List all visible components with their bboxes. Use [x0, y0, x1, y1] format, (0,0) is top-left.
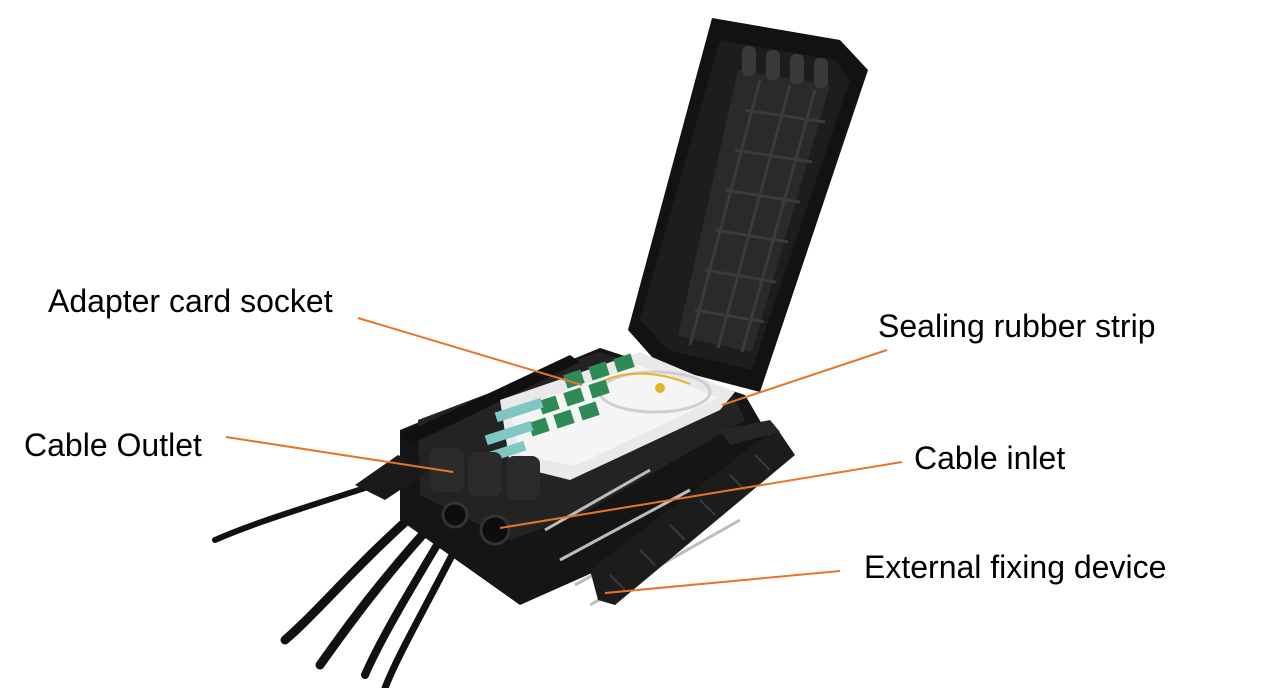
cable-ports	[430, 448, 540, 546]
leader-line-adapter-card-socket	[357, 317, 583, 386]
leader-lines	[225, 317, 903, 594]
label-adapter-card-socket: Adapter card socket	[48, 283, 333, 319]
label-cable-outlet: Cable Outlet	[24, 427, 202, 463]
label-sealing-rubber-strip: Sealing rubber strip	[878, 308, 1156, 344]
leader-line-cable-inlet	[499, 461, 903, 529]
leader-line-external-fixing-device	[604, 570, 841, 594]
adapter-card	[477, 353, 635, 466]
label-external-fixing-device: External fixing device	[864, 549, 1167, 585]
enclosure-lid	[628, 18, 868, 392]
label-cable-inlet: Cable inlet	[914, 440, 1066, 476]
external-fixing-bracket	[544, 420, 795, 607]
leader-line-sealing-rubber-strip	[721, 349, 888, 406]
splice-tray	[500, 352, 735, 480]
leader-line-cable-outlet	[225, 436, 454, 473]
